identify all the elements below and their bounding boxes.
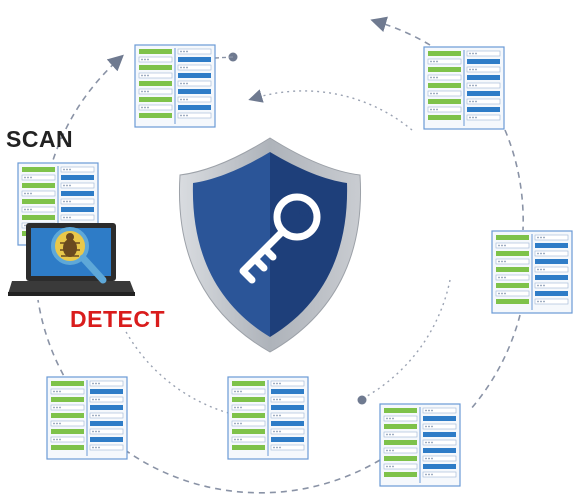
inner-ring-dot bbox=[357, 395, 367, 405]
inner-dotted-ring bbox=[124, 89, 451, 421]
server-rack-icon bbox=[379, 403, 461, 487]
server-rack-icon bbox=[227, 376, 309, 460]
bug-icon bbox=[60, 233, 80, 257]
server-rack-icon bbox=[134, 44, 216, 128]
key-icon bbox=[239, 193, 321, 284]
server-rack-icon bbox=[491, 230, 573, 314]
ring-connector bbox=[214, 56, 234, 59]
server-rack-icon bbox=[423, 46, 505, 130]
ring-dot bbox=[228, 52, 238, 62]
detect-label: DETECT bbox=[70, 306, 165, 332]
scan-label: SCAN bbox=[6, 126, 74, 152]
server-rack-icon bbox=[46, 376, 128, 460]
